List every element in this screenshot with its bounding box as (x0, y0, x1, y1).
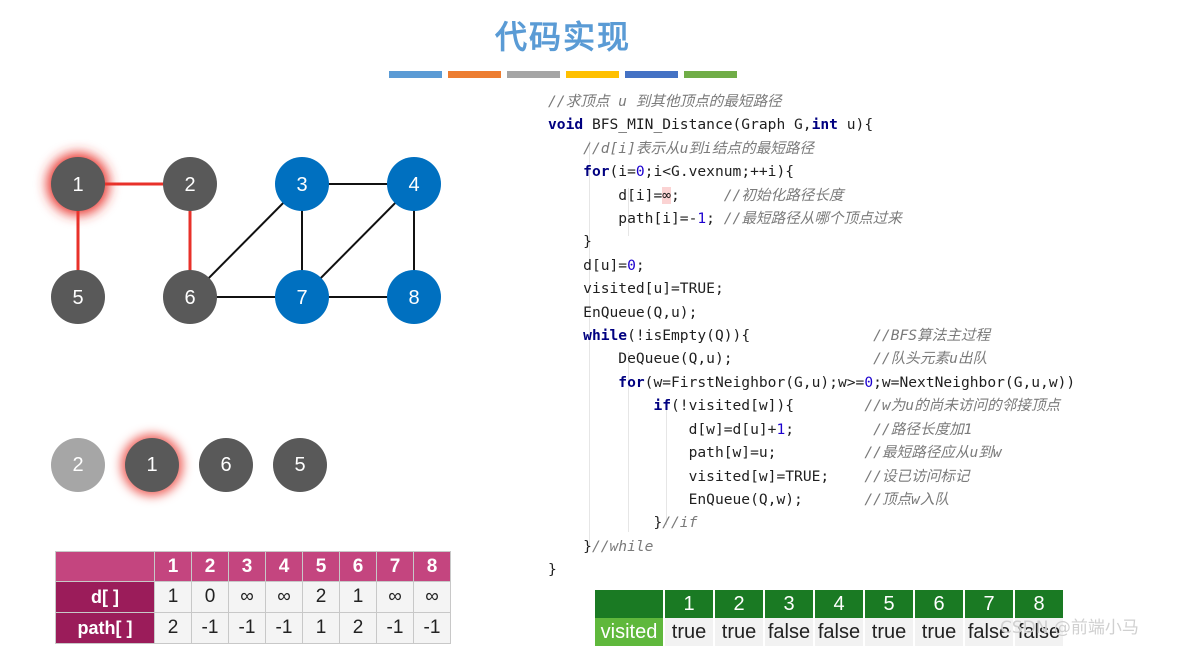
table-cell: -1 (228, 612, 266, 644)
node-label: 5 (72, 287, 83, 309)
table-header-cell: 5 (302, 551, 340, 582)
visited-corner (593, 590, 664, 618)
code-keyword: for (583, 163, 610, 181)
graph-node-7: 7 (275, 270, 329, 324)
visited-header-cell: 3 (763, 590, 814, 618)
table-header-cell: 6 (339, 551, 377, 582)
node-circle (163, 157, 217, 211)
graph-node-2: 2 (163, 157, 217, 211)
visited-cell: false (813, 618, 864, 646)
visited-cell: false (763, 618, 814, 646)
visited-cell: true (913, 618, 964, 646)
title-bar-segment (507, 71, 560, 78)
visited-header-cell: 1 (663, 590, 714, 618)
node-label: 7 (296, 287, 307, 309)
indent-guide (628, 352, 629, 532)
node-circle (51, 270, 105, 324)
code-comment: //求顶点 u 到其他顶点的最短路径 (548, 93, 782, 110)
code-text: BFS_MIN_Distance(Graph G, (583, 116, 812, 134)
node-circle (387, 157, 441, 211)
table-cell: -1 (265, 612, 303, 644)
graph-node-5: 5 (51, 270, 105, 324)
visited-header-cell: 6 (913, 590, 964, 618)
node-circle (275, 157, 329, 211)
node-label: 6 (184, 287, 195, 309)
table-cell: -1 (376, 612, 414, 644)
table-header-cell: 2 (191, 551, 229, 582)
node-label: 2 (184, 174, 195, 196)
table-cell: 2 (339, 612, 377, 644)
table-cell: 2 (154, 612, 192, 644)
node-label: 4 (408, 174, 419, 196)
graph-node-8: 8 (387, 270, 441, 324)
code-text: u){ (837, 116, 874, 134)
code-comment: //d[i]表示从u到i结点的最短路径 (583, 139, 814, 157)
queue-node-6: 6 (199, 438, 253, 492)
table-cell: 1 (302, 612, 340, 644)
visited-cell: false (963, 618, 1014, 646)
row-label-path: path[ ] (55, 612, 155, 644)
title-bar-segment (448, 71, 501, 78)
table-cell: 0 (191, 581, 229, 613)
table-header-cell: 7 (376, 551, 414, 582)
visited-cell: true (663, 618, 714, 646)
visited-label: visited (593, 618, 664, 646)
visited-cell: true (863, 618, 914, 646)
title-bar-segment (684, 71, 737, 78)
title-bar-segment (625, 71, 678, 78)
node-circle (387, 270, 441, 324)
title-bar-segment (566, 71, 619, 78)
row-label-d: d[ ] (55, 581, 155, 613)
node-label: 3 (296, 174, 307, 196)
visited-header-cell: 8 (1013, 590, 1063, 618)
table-cell: ∞ (228, 581, 266, 613)
table-header-cell: 8 (413, 551, 451, 582)
table-cell: -1 (413, 612, 451, 644)
queue-node-2: 2 (51, 438, 105, 492)
indent-guide (628, 188, 629, 236)
table-header-cell: 3 (228, 551, 266, 582)
graph-nodes: 1 2 3 4 5 6 7 8 (47, 153, 441, 324)
table-cell: -1 (191, 612, 229, 644)
node-circle (163, 270, 217, 324)
table-header-cell: 4 (265, 551, 303, 582)
graph-node-1: 1 (47, 153, 109, 215)
indent-guide (666, 399, 667, 525)
graph-diagram: 1 2 3 4 5 6 7 8 (47, 153, 441, 324)
node-circle (275, 270, 329, 324)
code-keyword: void (548, 116, 584, 134)
code-keyword: int (811, 116, 838, 134)
table-cell: 1 (339, 581, 377, 613)
node-label: 1 (72, 174, 83, 196)
page-title: 代码实现 (494, 18, 631, 56)
table-cell: ∞ (265, 581, 303, 613)
queue-node-5: 5 (273, 438, 327, 492)
visited-header-cell: 5 (863, 590, 914, 618)
visited-header-cell: 7 (963, 590, 1014, 618)
table-cell: ∞ (376, 581, 414, 613)
title-bar-segment (389, 71, 442, 78)
graph-node-6: 6 (163, 270, 217, 324)
indent-guide (589, 141, 590, 546)
table-cell: 2 (302, 581, 340, 613)
graph-node-3: 3 (275, 157, 329, 211)
graph-edges (76, 182, 415, 298)
table-cell: ∞ (413, 581, 451, 613)
visited-cell: true (713, 618, 764, 646)
queue-node-1: 1 (125, 438, 179, 492)
code-block: //求顶点 u 到其他顶点的最短路径 void BFS_MIN_Distance… (548, 93, 1076, 579)
watermark: CSDN @前端小马 (1000, 618, 1139, 638)
table-header-cell: 1 (154, 551, 192, 582)
table-cell: 1 (154, 581, 192, 613)
graph-node-4: 4 (387, 157, 441, 211)
visited-header-cell: 4 (813, 590, 864, 618)
visited-header-cell: 2 (713, 590, 764, 618)
node-circle (51, 157, 105, 211)
table-corner (55, 551, 155, 582)
node-label: 8 (408, 287, 419, 309)
visited-cell: false (1013, 618, 1063, 646)
